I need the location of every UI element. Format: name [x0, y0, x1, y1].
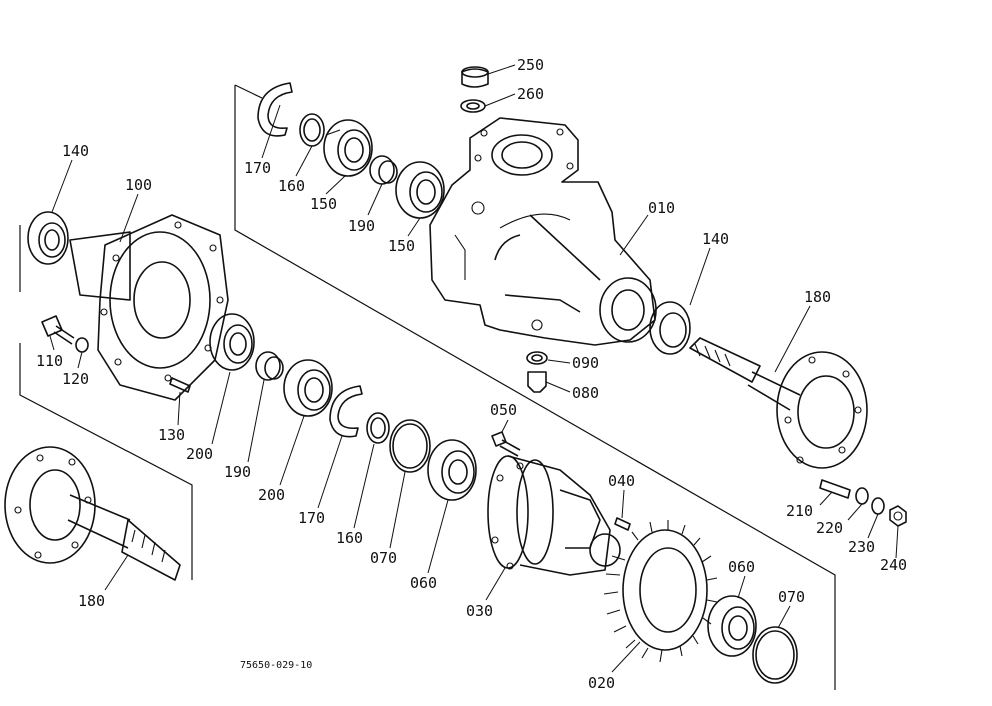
- callout-230: 230: [848, 538, 875, 556]
- callout-200-left: 200: [186, 445, 213, 463]
- callout-080: 080: [572, 384, 599, 402]
- callout-190-top: 190: [348, 217, 375, 235]
- callout-240: 240: [880, 556, 907, 574]
- part-washer-090: [526, 351, 548, 365]
- callout-labels: 250 260 170 160 150 190 150 010 140 100 …: [36, 56, 907, 692]
- part-plug-cap: [461, 66, 489, 88]
- part-bearing-150-top-1: [323, 119, 373, 177]
- callout-120: 120: [62, 370, 89, 388]
- callout-160-top: 160: [278, 177, 305, 195]
- callout-060-mid: 060: [410, 574, 437, 592]
- part-axle-flange-180-right: [689, 337, 868, 469]
- callout-150-top-1: 150: [310, 195, 337, 213]
- part-pin-130: [169, 377, 191, 393]
- callout-110: 110: [36, 352, 63, 370]
- part-oil-seal-140-left: [27, 211, 69, 265]
- part-spacer-190-mid: [255, 351, 284, 381]
- callout-140-left: 140: [62, 142, 89, 160]
- part-bearing-060-right: [707, 595, 757, 657]
- part-shim-070-mid: [389, 419, 431, 473]
- assembly-frame: [19, 84, 836, 690]
- callout-160-mid: 160: [336, 529, 363, 547]
- callout-190-mid: 190: [224, 463, 251, 481]
- part-washer-260: [460, 99, 486, 113]
- part-bolt-110: [41, 315, 75, 345]
- callout-150-top-2: 150: [388, 237, 415, 255]
- callout-130: 130: [158, 426, 185, 444]
- part-pin-040: [614, 517, 631, 531]
- callout-070-mid: 070: [370, 549, 397, 567]
- part-plug-080: [527, 371, 547, 393]
- callout-260: 260: [517, 85, 544, 103]
- callout-020: 020: [588, 674, 615, 692]
- callout-010: 010: [648, 199, 675, 217]
- callout-140-right: 140: [702, 230, 729, 248]
- part-nut-240: [889, 505, 907, 527]
- part-washer-230: [871, 497, 885, 515]
- callout-070-right: 070: [778, 588, 805, 606]
- callout-170-top: 170: [244, 159, 271, 177]
- callout-030: 030: [466, 602, 493, 620]
- part-bearing-housing-100: [69, 214, 229, 401]
- callout-100: 100: [125, 176, 152, 194]
- part-snap-ring-160-top: [299, 113, 325, 147]
- part-axle-flange-180-left: [4, 446, 181, 581]
- part-oil-seal-140-right: [649, 301, 691, 355]
- callout-180-right: 180: [804, 288, 831, 306]
- leader-lines: [49, 64, 899, 673]
- part-bearing-200-right: [283, 359, 333, 417]
- part-snap-ring-160-mid: [366, 412, 390, 444]
- callout-220: 220: [816, 519, 843, 537]
- callout-180-left: 180: [78, 592, 105, 610]
- part-snap-ring-170-top: [257, 82, 293, 137]
- callout-250: 250: [517, 56, 544, 74]
- part-washer-120: [75, 337, 89, 353]
- callout-170-mid: 170: [298, 509, 325, 527]
- part-stud-210: [819, 479, 851, 499]
- part-ring-gear-020: [603, 520, 718, 663]
- callout-210: 210: [786, 502, 813, 520]
- part-bearing-200-left: [209, 313, 255, 371]
- drawing-code: 75650-029-10: [240, 660, 312, 671]
- callout-050: 050: [490, 401, 517, 419]
- callout-040: 040: [608, 472, 635, 490]
- part-gear-case: [429, 117, 657, 346]
- part-bolt-050: [491, 431, 521, 457]
- part-differential-case-030: [487, 455, 621, 576]
- part-shim-070-right: [752, 626, 798, 684]
- callout-200-right: 200: [258, 486, 285, 504]
- callout-060-right: 060: [728, 558, 755, 576]
- part-bearing-150-top-2: [395, 161, 445, 219]
- part-bearing-060-mid: [427, 439, 477, 501]
- part-washer-220: [855, 487, 869, 505]
- part-spacer-190-top: [369, 155, 398, 185]
- callout-090: 090: [572, 354, 599, 372]
- part-snap-ring-170-mid: [329, 385, 363, 438]
